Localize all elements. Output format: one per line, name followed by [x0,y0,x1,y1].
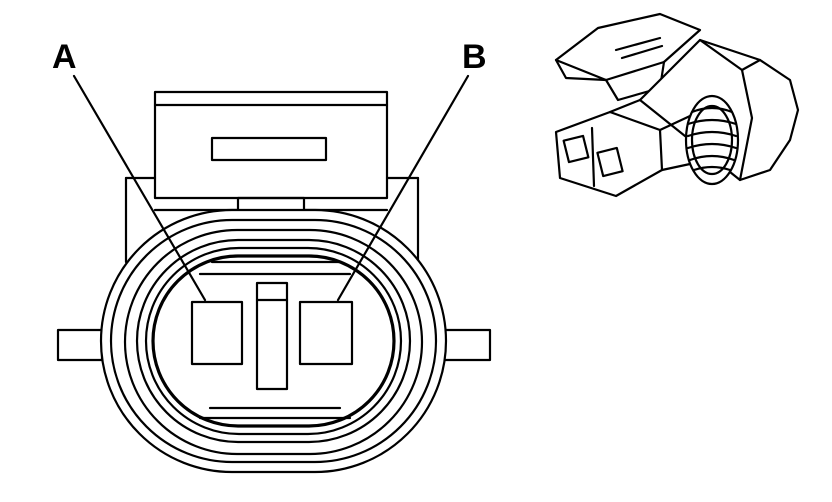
pin-a-cavity [190,300,244,366]
iso-wire-seal [684,94,740,186]
iso-terminal-face [554,110,664,198]
right-ear [442,328,492,362]
pin-label-a: A [52,38,77,76]
connector-isometric-view [554,12,800,198]
pin-label-b: B [462,38,487,76]
lock-tab-window [210,136,328,162]
centre-divider [255,281,289,391]
polarization-key [153,196,389,212]
leader-line-b [336,74,470,302]
pin-b-cavity [298,300,354,366]
lock-tab-housing [153,90,389,200]
iso-pin-b [596,146,624,178]
connector-front-view: A B [52,38,492,474]
leader-line-a [72,74,207,302]
outer-seal [99,208,448,474]
iso-pin-a [562,134,590,164]
inner-cavity [151,254,396,428]
left-ear [56,328,104,362]
